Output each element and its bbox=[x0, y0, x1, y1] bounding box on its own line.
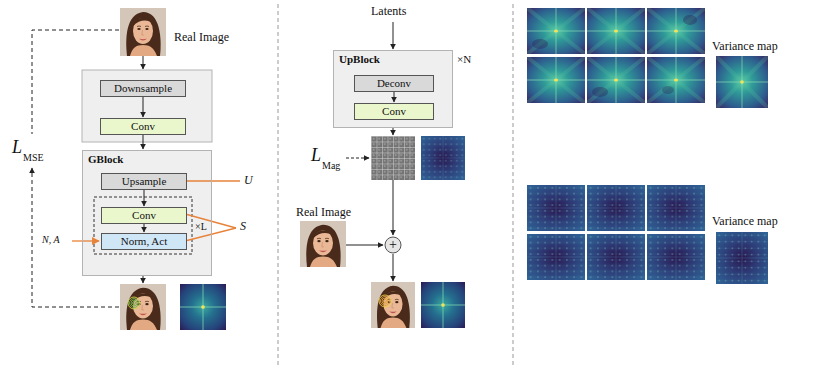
flow-arrow bbox=[144, 190, 145, 206]
flow-arrow bbox=[143, 97, 144, 117]
spectrum-grid bbox=[527, 185, 705, 280]
spectrum-thumb bbox=[421, 136, 465, 180]
block-title: UpBlock bbox=[339, 54, 452, 65]
flow-arrow bbox=[393, 254, 394, 281]
operation-box: Deconv bbox=[354, 75, 434, 92]
fingerprint-mark bbox=[128, 297, 140, 309]
fingerprinted-image bbox=[120, 284, 166, 330]
spectrum-thumb bbox=[180, 284, 226, 330]
loss-symbol: L bbox=[311, 146, 321, 164]
flow-arrow bbox=[143, 276, 144, 283]
operation-box: Downsample bbox=[100, 80, 186, 97]
node-text: Upsample bbox=[122, 176, 167, 187]
orange-pointer bbox=[187, 180, 240, 181]
node-text: Conv bbox=[132, 210, 156, 221]
node-text: Deconv bbox=[377, 78, 411, 89]
loss-line bbox=[346, 158, 369, 159]
encoder-panel bbox=[82, 70, 212, 142]
fingerprinted-image bbox=[371, 282, 415, 328]
flow-arrow bbox=[393, 128, 394, 135]
flow-arrow bbox=[393, 22, 394, 49]
conv-box: Conv bbox=[101, 207, 187, 224]
divider-line bbox=[513, 4, 514, 366]
parameter-label: N, A bbox=[42, 235, 60, 245]
operation-box: Upsample bbox=[101, 173, 187, 190]
node-text: + bbox=[389, 238, 397, 252]
panel-fill bbox=[333, 50, 453, 128]
fingerprint-mark bbox=[379, 295, 391, 307]
image-label: Real Image bbox=[174, 31, 229, 43]
flow-arrow bbox=[144, 224, 145, 232]
node-text: Downsample bbox=[114, 83, 172, 94]
real-image bbox=[300, 221, 346, 267]
block-panel: UpBlockDeconvConv bbox=[333, 50, 453, 128]
loss-subscript: Mag bbox=[322, 161, 340, 171]
repeat-group bbox=[94, 197, 192, 254]
block-panel: GBlockUpsampleConvNorm, Act bbox=[82, 150, 212, 276]
repeat-label: ×L bbox=[195, 222, 207, 232]
image-label: Real Image bbox=[296, 206, 351, 218]
spectrum-thumb bbox=[421, 282, 465, 328]
variance-map bbox=[716, 56, 768, 108]
loss-subscript: MSE bbox=[23, 153, 44, 163]
orange-pointer bbox=[72, 240, 99, 241]
node-text: Conv bbox=[382, 106, 406, 117]
input-label: Latents bbox=[371, 5, 406, 17]
flow-arrow bbox=[346, 245, 383, 246]
divider-line bbox=[278, 4, 279, 366]
conv-box: Conv bbox=[100, 118, 186, 135]
flow-arrow bbox=[394, 92, 395, 102]
real-image bbox=[120, 8, 166, 56]
fingerprint-pattern bbox=[371, 136, 415, 180]
spectrum-grid bbox=[527, 8, 705, 103]
loss-symbol: L bbox=[12, 138, 22, 156]
node-text: Norm, Act bbox=[121, 236, 167, 247]
block-title: GBlock bbox=[88, 154, 211, 165]
conv-box: Conv bbox=[354, 103, 434, 120]
parameter-label: U bbox=[244, 174, 253, 186]
map-label: Variance map bbox=[712, 215, 778, 227]
node-text: Conv bbox=[131, 121, 155, 132]
map-label: Variance map bbox=[712, 40, 778, 52]
parameter-label: S bbox=[240, 220, 246, 232]
variance-map bbox=[716, 232, 768, 284]
norm-box: Norm, Act bbox=[101, 233, 187, 250]
flow-arrow bbox=[143, 56, 144, 69]
panel-fill bbox=[82, 150, 212, 276]
flow-arrow bbox=[143, 135, 144, 149]
flow-arrow bbox=[393, 180, 394, 235]
repeat-label: ×N bbox=[457, 54, 471, 65]
sum-node: + bbox=[384, 236, 402, 254]
